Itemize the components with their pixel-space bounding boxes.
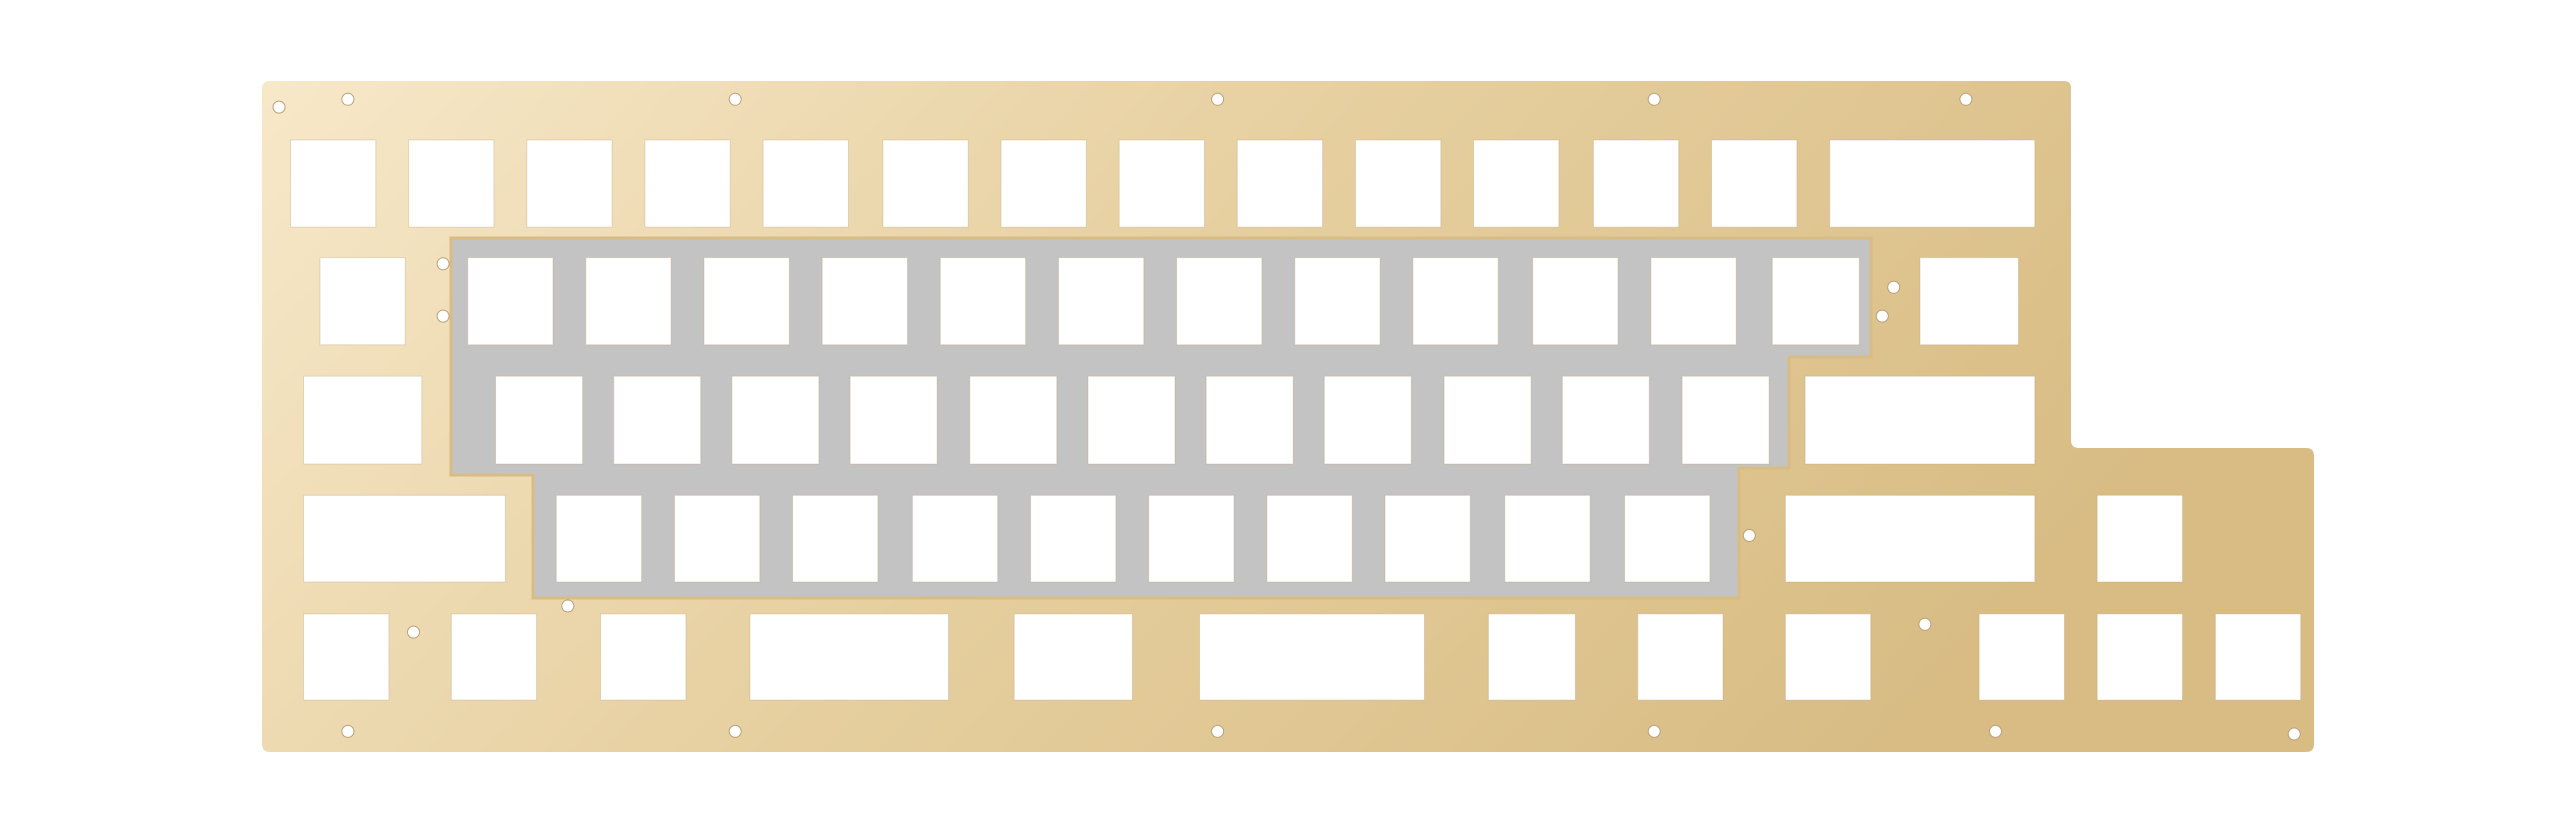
switch-cutout xyxy=(495,375,584,465)
switch-cutout xyxy=(1355,139,1442,228)
switch-cutout xyxy=(1148,494,1235,583)
switch-cutout xyxy=(762,139,849,228)
switch-cutout xyxy=(1681,375,1770,465)
switch-cutout xyxy=(849,375,938,465)
switch-cutout xyxy=(1236,139,1324,228)
switch-cutout xyxy=(911,494,999,583)
switch-cutout xyxy=(1592,139,1680,228)
mounting-hole xyxy=(1887,280,1901,294)
switch-cutout xyxy=(674,494,761,583)
mounting-hole xyxy=(1647,724,1661,738)
mounting-hole xyxy=(436,257,450,271)
switch-cutout xyxy=(1294,257,1381,346)
switch-cutout xyxy=(1176,257,1263,346)
mounting-hole xyxy=(341,724,355,738)
switch-cutout xyxy=(1487,613,1576,701)
switch-cutout xyxy=(290,139,377,228)
switch-cutout xyxy=(526,139,613,228)
mounting-hole xyxy=(1742,529,1756,542)
switch-cutout xyxy=(731,375,820,465)
switch-cutout xyxy=(939,257,1027,346)
mounting-hole xyxy=(341,92,355,106)
switch-cutout xyxy=(467,257,554,346)
mounting-hole xyxy=(1211,92,1225,106)
switch-cutout xyxy=(1637,613,1724,701)
switch-cutout xyxy=(1058,257,1145,346)
switch-cutout xyxy=(1829,139,2036,228)
mounting-hole xyxy=(1875,309,1889,323)
mounting-hole xyxy=(1211,724,1225,738)
switch-cutout xyxy=(792,494,879,583)
switch-cutout xyxy=(408,139,495,228)
switch-cutout xyxy=(969,375,1058,465)
mounting-hole xyxy=(1959,92,1973,106)
switch-cutout xyxy=(882,139,969,228)
switch-cutout xyxy=(555,494,643,583)
switch-cutout xyxy=(1711,139,1798,228)
switch-cutout xyxy=(1784,613,1872,701)
mounting-hole xyxy=(272,100,286,114)
switch-cutout xyxy=(1266,494,1353,583)
mounting-hole xyxy=(2287,727,2301,741)
switch-cutout xyxy=(821,257,909,346)
mounting-hole xyxy=(1647,92,1661,106)
switch-cutout xyxy=(450,613,538,701)
switch-cutout xyxy=(1532,257,1619,346)
switch-cutout xyxy=(1504,494,1591,583)
switch-cutout xyxy=(600,613,687,701)
switch-cutout xyxy=(1384,494,1471,583)
switch-cutout xyxy=(1978,613,2065,701)
switch-cutout xyxy=(585,257,672,346)
switch-cutout xyxy=(1000,139,1087,228)
mounting-hole xyxy=(407,625,420,639)
mounting-hole xyxy=(728,724,742,738)
switch-cutout xyxy=(303,613,390,701)
switch-cutout xyxy=(1650,257,1737,346)
switch-cutout xyxy=(749,613,950,701)
switch-cutout xyxy=(1013,613,1133,701)
switch-cutout xyxy=(644,139,731,228)
switch-cutout xyxy=(303,494,506,583)
switch-cutout xyxy=(1323,375,1412,465)
mounting-holes xyxy=(272,92,2301,741)
switch-cutout xyxy=(1205,375,1294,465)
switch-cutout xyxy=(1199,613,1425,701)
switch-cutout xyxy=(2096,613,2183,701)
switch-cutout xyxy=(319,257,406,346)
switch-cutout xyxy=(1919,257,2019,346)
mounting-hole xyxy=(1918,617,1932,631)
mounting-hole xyxy=(1989,724,2002,738)
switch-cutout xyxy=(303,375,423,465)
switch-cutout xyxy=(1473,139,1560,228)
switch-cutout xyxy=(1118,139,1205,228)
switch-cutout xyxy=(1030,494,1117,583)
switch-cutout xyxy=(1804,375,2036,465)
switch-cutout xyxy=(613,375,702,465)
switch-cutout xyxy=(1561,375,1650,465)
switch-cutout xyxy=(1624,494,1711,583)
mounting-hole xyxy=(561,599,575,613)
mounting-hole xyxy=(728,92,742,106)
switch-cutout xyxy=(703,257,790,346)
switch-cutout xyxy=(2214,613,2302,701)
switch-cutout xyxy=(2096,494,2183,583)
switch-cutout xyxy=(1087,375,1176,465)
switch-cutout xyxy=(1784,494,2036,583)
switch-cutout xyxy=(1771,257,1860,346)
switch-cutout xyxy=(1443,375,1532,465)
switch-cutout xyxy=(1412,257,1499,346)
switch-cutouts xyxy=(290,139,2302,701)
mounting-hole xyxy=(436,309,450,323)
